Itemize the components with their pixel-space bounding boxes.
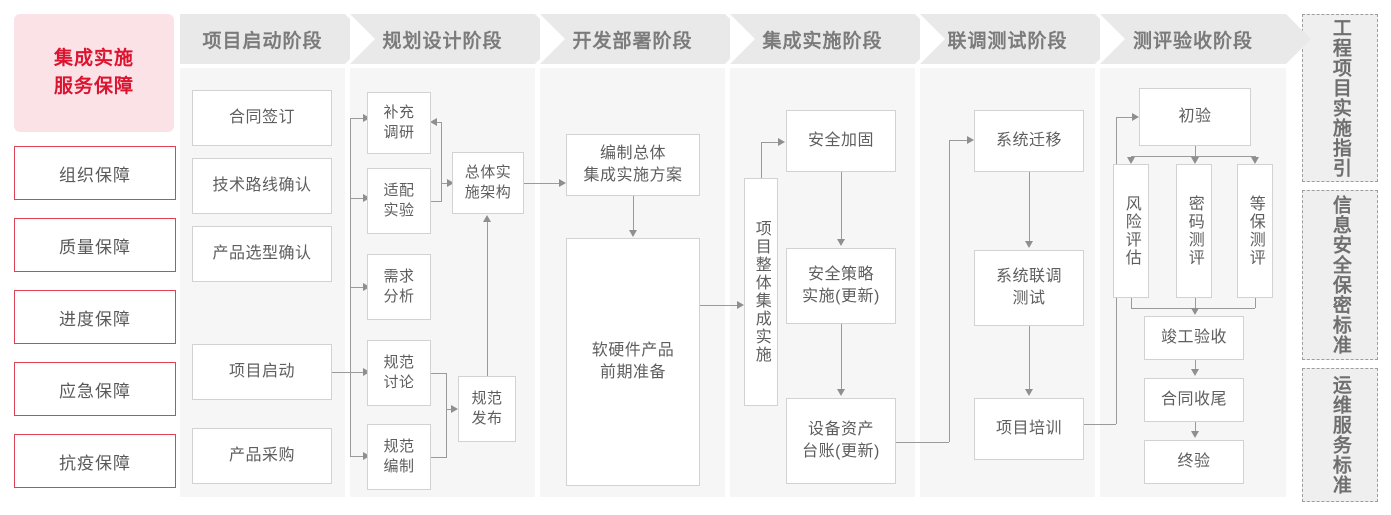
node-project-kickoff[interactable]: 项目启动 — [192, 344, 332, 400]
node-label: 软硬件产品 前期准备 — [591, 342, 675, 381]
phase-header-1[interactable]: 规划设计阶段 — [350, 14, 560, 64]
standard-item-0[interactable]: 工程项目实施指引 — [1302, 14, 1378, 182]
guarantee-label: 质量保障 — [59, 237, 131, 257]
node-completion-acceptance[interactable]: 竣工验收 — [1144, 316, 1244, 360]
phase-header-4[interactable]: 联调测试阶段 — [920, 14, 1120, 64]
guarantee-item-3[interactable]: 应急保障 — [14, 362, 176, 416]
node-label: 安全策略 实施(更新) — [802, 266, 880, 305]
node-label: 竣工验收 — [1160, 329, 1227, 347]
node-hw-sw-preparation[interactable]: 软硬件产品 前期准备 — [566, 238, 700, 486]
node-label: 规范 讨论 — [383, 353, 415, 391]
guarantee-item-0[interactable]: 组织保障 — [14, 146, 176, 200]
node-spec-release[interactable]: 规范 发布 — [458, 376, 516, 442]
node-cryptography-evaluation[interactable]: 密码测评 — [1176, 164, 1212, 298]
node-draft-overall-integration-plan[interactable]: 编制总体 集成实施方案 — [566, 134, 700, 196]
standard-label: 信息安全保密标准 — [1329, 195, 1351, 355]
phase-title: 项目启动阶段 — [202, 30, 323, 52]
phase-title: 开发部署阶段 — [572, 30, 693, 52]
chevron-notch-icon — [540, 14, 565, 64]
node-contract-closeout[interactable]: 合同收尾 — [1144, 378, 1244, 422]
phase-title: 联调测试阶段 — [947, 30, 1068, 52]
node-product-selection-confirm[interactable]: 产品选型确认 — [192, 226, 332, 282]
node-overall-implementation-architecture[interactable]: 总体实 施架构 — [452, 152, 524, 214]
hero-title-box: 集成实施 服务保障 — [14, 14, 174, 132]
node-label: 项目整体集成实施 — [752, 220, 770, 364]
node-risk-assessment[interactable]: 风险评估 — [1113, 164, 1149, 298]
node-mlps-evaluation[interactable]: 等保测评 — [1237, 164, 1273, 298]
phase-title: 集成实施阶段 — [762, 30, 883, 52]
standard-label: 工程项目实施指引 — [1329, 18, 1351, 178]
node-spec-drafting[interactable]: 规范 编制 — [367, 424, 431, 490]
node-tech-route-confirm[interactable]: 技术路线确认 — [192, 158, 332, 214]
node-system-migration[interactable]: 系统迁移 — [974, 110, 1084, 172]
node-security-hardening[interactable]: 安全加固 — [786, 110, 896, 172]
chevron-notch-icon — [350, 14, 375, 64]
guarantee-sidebar: 集成实施 服务保障 组织保障 质量保障 进度保障 应急保障 抗疫保障 — [14, 14, 176, 502]
node-label: 项目启动 — [228, 363, 295, 381]
hero-title-line1: 集成实施 — [53, 48, 134, 70]
phase-header-2[interactable]: 开发部署阶段 — [540, 14, 750, 64]
chevron-notch-icon — [1100, 14, 1125, 64]
node-label: 密码测评 — [1185, 195, 1203, 267]
node-label: 合同收尾 — [1160, 391, 1227, 409]
node-label: 合同签订 — [228, 109, 295, 127]
node-requirement-analysis[interactable]: 需求 分析 — [367, 254, 431, 320]
node-label: 安全加固 — [807, 132, 874, 150]
guarantee-item-2[interactable]: 进度保障 — [14, 290, 176, 344]
node-label: 初验 — [1178, 108, 1212, 126]
node-project-overall-integration[interactable]: 项目整体集成实施 — [744, 178, 778, 406]
standard-item-1[interactable]: 信息安全保密标准 — [1302, 190, 1378, 360]
node-supplementary-research[interactable]: 补充 调研 — [367, 92, 431, 154]
guarantee-label: 组织保障 — [59, 165, 131, 185]
node-label: 总体实 施架构 — [464, 163, 512, 201]
standard-label: 运维服务标准 — [1329, 375, 1351, 495]
guarantee-item-4[interactable]: 抗疫保障 — [14, 434, 176, 488]
node-adaptation-experiment[interactable]: 适配 实验 — [367, 168, 431, 234]
node-label: 规范 发布 — [471, 389, 503, 427]
phase-header-0[interactable]: 项目启动阶段 — [180, 14, 370, 64]
node-asset-ledger-update[interactable]: 设备资产 台账(更新) — [786, 398, 896, 484]
guarantee-label: 抗疫保障 — [59, 453, 131, 473]
node-label: 技术路线确认 — [212, 177, 312, 195]
node-label: 补充 调研 — [383, 103, 415, 141]
phase-title: 测评验收阶段 — [1132, 30, 1253, 52]
node-preliminary-acceptance[interactable]: 初验 — [1139, 88, 1251, 146]
node-security-policy-implementation[interactable]: 安全策略 实施(更新) — [786, 248, 896, 324]
node-label: 系统迁移 — [995, 132, 1062, 150]
node-project-training[interactable]: 项目培训 — [974, 398, 1084, 460]
phase-header-5[interactable]: 测评验收阶段 — [1100, 14, 1311, 64]
node-spec-discussion[interactable]: 规范 讨论 — [367, 340, 431, 406]
node-contract-signing[interactable]: 合同签订 — [192, 90, 332, 146]
phase-title: 规划设计阶段 — [382, 30, 503, 52]
node-product-procurement[interactable]: 产品采购 — [192, 428, 332, 484]
node-label: 项目培训 — [995, 420, 1062, 438]
phase-header-3[interactable]: 集成实施阶段 — [730, 14, 940, 64]
standard-item-2[interactable]: 运维服务标准 — [1302, 368, 1378, 502]
guarantee-item-1[interactable]: 质量保障 — [14, 218, 176, 272]
chevron-notch-icon — [920, 14, 945, 64]
node-label: 设备资产 台账(更新) — [802, 421, 880, 460]
node-system-joint-debug-test[interactable]: 系统联调 测试 — [974, 250, 1084, 326]
hero-title-line2: 服务保障 — [53, 76, 134, 97]
chevron-notch-icon — [730, 14, 755, 64]
node-label: 系统联调 测试 — [995, 268, 1062, 307]
node-label: 编制总体 集成实施方案 — [583, 145, 683, 184]
node-label: 终验 — [1177, 453, 1211, 471]
node-label: 等保测评 — [1246, 195, 1264, 267]
guarantee-label: 进度保障 — [59, 309, 131, 329]
node-final-acceptance[interactable]: 终验 — [1144, 440, 1244, 484]
node-label: 产品选型确认 — [212, 245, 312, 263]
node-label: 需求 分析 — [383, 267, 415, 305]
node-label: 产品采购 — [228, 447, 295, 465]
node-label: 适配 实验 — [383, 181, 415, 219]
node-label: 规范 编制 — [383, 437, 415, 475]
guarantee-label: 应急保障 — [59, 381, 131, 401]
node-label: 风险评估 — [1122, 195, 1140, 267]
